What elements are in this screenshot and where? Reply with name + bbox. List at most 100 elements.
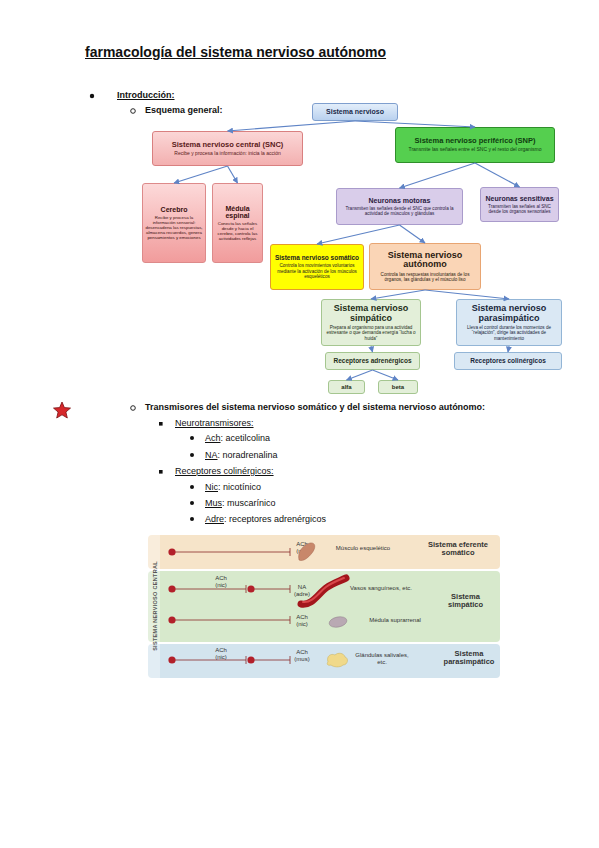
text-line: Nic: nicotínico [205,482,261,493]
star-icon [54,402,71,418]
connector-arrow [373,370,399,380]
concept-box: Neuronas motorasTransmiten las señales d… [336,188,463,225]
bullet-ring [131,406,136,411]
node-heading: Médula espinal [215,205,260,220]
band-label: Glándulas salivales, etc. [353,652,411,665]
node-body: Prepara al organismo para una actividad … [324,325,418,341]
text-line: Neurotransmisores: [175,418,254,429]
node-body: Recibe y procesa la información: inicia … [174,151,280,157]
band-title: Sistema parasimpático [438,650,500,667]
text-line: Receptores colinérgicos: [175,466,274,477]
band-title: Sistema eferente somático [423,541,493,558]
concept-box: Receptores adrenérgicos [325,352,420,370]
band-label: ACh (nic) [210,575,232,588]
node-heading: Receptores adrenérgicos [333,358,411,365]
connector-arrow [371,290,425,299]
node-body: Transmite las señales entre el SNC y el … [409,147,542,153]
node-body: Transmiten las señales al SNC desde los … [483,204,556,215]
band-label: ACh (nic) [291,614,313,627]
node-body: Conecta las señales desde y hacia el cer… [215,221,260,241]
node-heading: Neuronas motoras [369,197,431,204]
bullet-square [159,422,163,426]
node-body: Controla los movimientos voluntarios med… [273,263,361,279]
concept-box: Receptores colinérgicos [454,352,562,370]
concept-box: Sistema nervioso parasimpáticoLleva el c… [456,299,562,346]
node-heading: Sistema nervioso periférico (SNP) [415,137,536,145]
concept-box: Sistema nervioso periférico (SNP) Transmi… [395,127,555,163]
node-heading: Sistema nervioso simpático [324,304,418,323]
bullet-dot [190,453,194,457]
label-text: Adre [205,514,224,525]
label-text: Esquema general: [145,105,223,116]
connector-arrow [174,166,228,183]
node-heading: Sistema nervioso [326,108,384,115]
text-line: Esquema general: [145,105,223,116]
connector-arrow [400,225,426,243]
connector-arrow [400,163,476,188]
band-label: Vasos sanguíneos, etc. [350,585,412,592]
label-text: : receptores adrenérgicos [224,514,326,525]
bullet-dot [190,501,194,505]
band-label: ACh (nic) [210,647,232,660]
bullet-dot [190,517,194,521]
concept-box: CerebroRecibe y procesa la información s… [142,183,206,263]
node-heading: Sistema nervioso parasimpático [459,304,559,323]
concept-box: Sistema nervioso autónomoControla las re… [369,243,481,290]
text-line: Ach: acetilcolina [205,433,270,444]
text-line: Transmisores del sistema nervioso somáti… [145,402,485,413]
label-text: Neurotransmisores: [175,418,254,429]
text-line: NA: noradrenalina [205,450,278,461]
node-heading: Sistema nervioso central (SNC) [172,141,284,149]
bullet-dot [190,436,194,440]
bullet-ring [131,109,136,114]
node-heading: alfa [341,384,351,390]
label-text: : muscarínico [222,498,276,509]
connector-arrow [228,166,238,183]
bullet-dot [90,94,94,98]
connector-arrow [347,370,373,380]
band-label: Médula suprarrenal [355,617,435,624]
label-text: Introducción: [117,90,175,101]
text-line: Introducción: [117,90,175,101]
label-text: Nic [205,482,218,493]
concept-box: alfa [328,380,365,394]
connector-arrow [228,121,356,131]
node-body: Recibe y procesa la información sensoria… [145,215,203,240]
connector-arrow [317,225,400,244]
band-label: Músculo esquelético [318,545,408,552]
concept-box: beta [378,380,418,394]
text-line: Mus: muscarínico [205,498,276,509]
bullet-dot [190,485,194,489]
node-body: Controla las respuestas involuntarias de… [372,272,478,283]
label-text: Mus [205,498,222,509]
bullet-square [159,470,163,474]
page-title: farmacología del sistema nervioso autóno… [85,44,386,60]
node-body: Lleva el control durante los momentos de… [459,325,559,341]
connector-arrow [475,163,520,187]
concept-box: Sistema nervioso central (SNC) Recibe y p… [152,131,303,166]
concept-box: Sistema nervioso somáticoControla los mo… [270,244,364,290]
label-text: Receptores colinérgicos: [175,466,274,477]
node-heading: Sistema nervioso autónomo [372,251,478,270]
band-title: Sistema simpático [438,593,493,610]
vertical-label: SISTEMA NERVIOSO CENTRAL [152,541,158,671]
system-band: ACh (nic) Músculo esquelético Sistema efer… [148,535,500,569]
label-text: Ach [205,433,221,444]
band-label: ACh (nic) [291,541,313,554]
band-label: ACh (mus) [291,649,313,662]
node-heading: beta [392,384,404,390]
node-heading: Neuronas sensitivas [485,195,553,202]
label-text: : nicotínico [218,482,261,493]
system-band: ACh (nic) NA (adre) Vasos sanguíneos, etc.… [148,571,500,642]
node-heading: Cerebro [161,206,188,213]
node-heading: Sistema nervioso somático [275,255,359,262]
concept-box: Sistema nervioso [312,103,398,121]
node-body: Transmiten las señales desde el SNC que … [339,206,460,217]
concept-box: Neuronas sensitivasTransmiten las señale… [480,187,559,222]
concept-box: Sistema nervioso simpáticoPrepara al org… [321,299,421,346]
node-heading: Receptores colinérgicos [470,358,546,365]
system-band: ACh (nic) ACh (mus) Glándulas salivales, e… [148,644,500,678]
text-line: Adre: receptores adrenérgicos [205,514,326,525]
band-label: NA (adre) [291,584,313,597]
